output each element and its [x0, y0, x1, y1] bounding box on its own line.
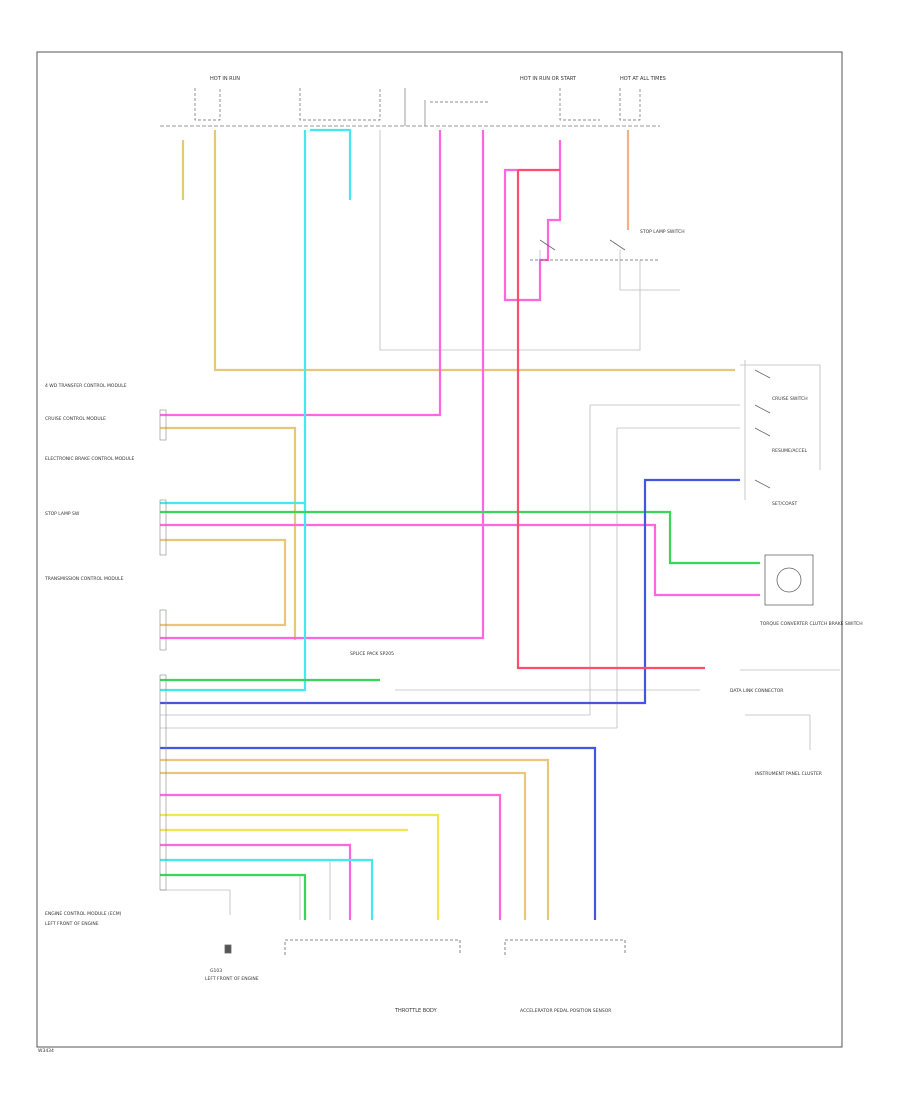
top-left-fuse-label: HOT IN RUN: [210, 76, 240, 82]
right-label-dlc: DATA LINK CONNECTOR: [730, 688, 783, 694]
left-section-ebcm: ELECTRONIC BRAKE CONTROL MODULE: [45, 456, 134, 462]
mid-splice-label: SPLICE PACK SP205: [350, 651, 394, 657]
bottom-right-component-label: ACCELERATOR PEDAL POSITION SENSOR: [520, 1008, 611, 1014]
blue-wire: [160, 478, 740, 705]
left-section-tcm: TRANSMISSION CONTROL MODULE: [44, 576, 124, 582]
bottom-components: [224, 939, 626, 955]
left-section-cruise: CRUISE CONTROL MODULE: [45, 416, 106, 422]
ground-sublabel: LEFT FRONT OF ENGINE: [205, 976, 259, 982]
red-wire: [516, 170, 705, 670]
right-label-set-coast: SET/COAST: [772, 501, 798, 507]
left-connector-pins: [159, 409, 167, 891]
right-label-resume: RESUME/ACCEL: [772, 448, 807, 454]
right-switch-group: [754, 369, 814, 606]
top-mid-right-label: HOT IN RUN OR START: [520, 76, 577, 82]
left-section-4wd: 4 WD TRANSFER CONTROL MODULE: [45, 383, 127, 389]
right-label-cruise-switch: CRUISE SWITCH: [772, 396, 808, 402]
yellow-wire: [160, 813, 440, 920]
right-label-ipc: INSTRUMENT PANEL CLUSTER: [755, 771, 822, 777]
bottom-left-component-label: THROTTLE BODY: [394, 1008, 438, 1014]
pcm-block-label: ENGINE CONTROL MODULE (ECM): [45, 911, 122, 917]
top-right-fuse-label: HOT AT ALL TIMES: [620, 76, 666, 82]
right-label-tcc-brake: TORQUE CONVERTER CLUTCH BRAKE SWITCH: [759, 621, 863, 627]
footer-code: W3434: [38, 1048, 54, 1054]
tan-wire: [213, 130, 735, 372]
right-label-stop-lamp-switch: STOP LAMP SWITCH: [640, 229, 685, 235]
ground-label: G103: [210, 968, 222, 974]
top-fuse-blocks: [160, 88, 660, 127]
diagram-frame: [36, 51, 843, 1048]
green-wire: [160, 510, 760, 565]
mid-switches: [530, 239, 660, 261]
cyan-wire: [310, 128, 352, 200]
pcm-block-sublabel: LEFT FRONT OF ENGINE: [45, 921, 99, 927]
left-section-stop-lamp: STOP LAMP SW: [45, 511, 80, 517]
pink-wire: [160, 130, 442, 417]
